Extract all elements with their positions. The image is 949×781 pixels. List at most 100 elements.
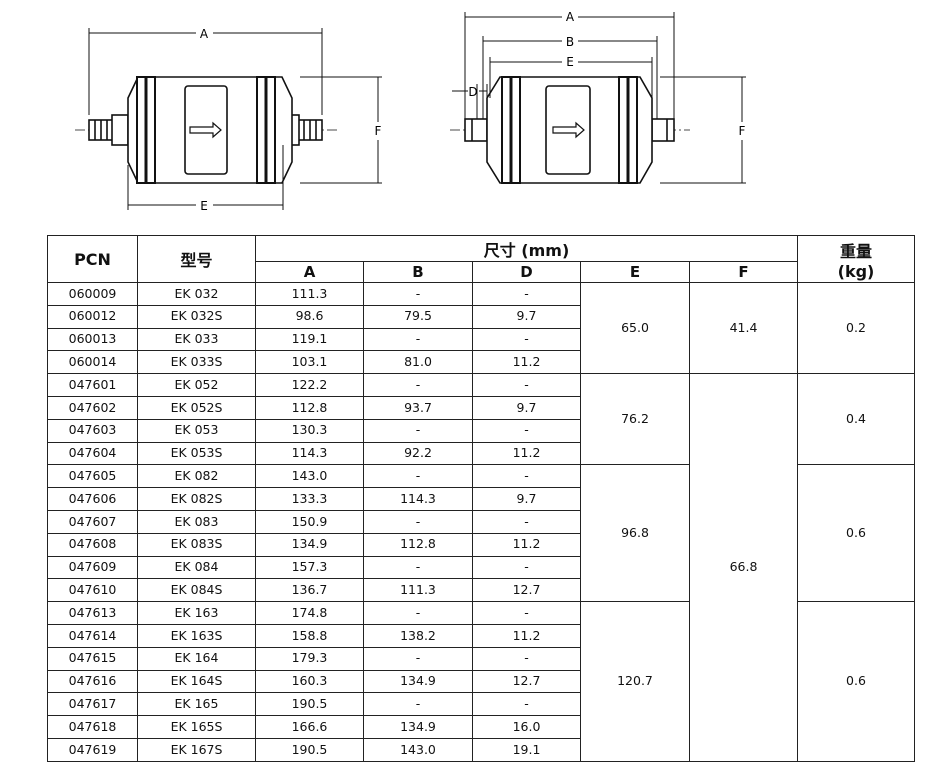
cell-pcn: 047613 bbox=[47, 601, 138, 625]
cell-model: EK 052S bbox=[137, 395, 256, 420]
cell-model: EK 033 bbox=[137, 327, 256, 352]
cell-dim-d: - bbox=[472, 373, 581, 397]
dimension-drawings: A E F bbox=[75, 10, 746, 213]
cell-dim-b: - bbox=[363, 692, 473, 717]
flare-drier-drawing bbox=[75, 76, 340, 184]
cell-pcn: 047602 bbox=[47, 395, 138, 420]
header-dim-a: A bbox=[255, 261, 364, 283]
solder-dim-b-label: B bbox=[566, 35, 574, 49]
cell-dim-e: 65.0 bbox=[580, 281, 690, 375]
cell-pcn: 060009 bbox=[47, 282, 138, 306]
cell-weight: 0.2 bbox=[797, 281, 915, 375]
cell-dim-d: - bbox=[472, 555, 581, 580]
cell-weight: 0.6 bbox=[797, 601, 915, 762]
cell-dim-a: 111.3 bbox=[255, 282, 364, 306]
cell-dim-b: 114.3 bbox=[363, 487, 473, 511]
solder-drier-dimensions bbox=[452, 12, 746, 184]
cell-dim-a: 122.2 bbox=[255, 373, 364, 397]
cell-dim-a: 150.9 bbox=[255, 509, 364, 534]
cell-dim-d: - bbox=[472, 327, 581, 352]
cell-model: EK 053S bbox=[137, 441, 256, 466]
cell-dim-a: 134.9 bbox=[255, 532, 364, 557]
cell-model: EK 083 bbox=[137, 509, 256, 534]
cell-pcn: 047616 bbox=[47, 669, 138, 694]
cell-pcn: 060014 bbox=[47, 350, 138, 375]
cell-dim-d: 11.2 bbox=[472, 623, 581, 648]
cell-dim-b: 111.3 bbox=[363, 578, 473, 603]
cell-model: EK 084S bbox=[137, 578, 256, 603]
cell-dim-a: 174.8 bbox=[255, 601, 364, 625]
cell-dim-b: - bbox=[363, 555, 473, 580]
cell-dim-a: 190.5 bbox=[255, 692, 364, 717]
cell-model: EK 167S bbox=[137, 737, 256, 762]
cell-dim-b: - bbox=[363, 509, 473, 534]
cell-dim-a: 157.3 bbox=[255, 555, 364, 580]
solder-dim-a-label: A bbox=[566, 10, 575, 24]
header-dimensions: 尺寸 (mm) bbox=[255, 235, 798, 262]
cell-pcn: 047605 bbox=[47, 464, 138, 489]
cell-pcn: 047609 bbox=[47, 555, 138, 580]
cell-model: EK 163 bbox=[137, 601, 256, 625]
header-weight: 重量 (kg) bbox=[797, 235, 915, 283]
cell-model: EK 082 bbox=[137, 464, 256, 489]
header-model: 型号 bbox=[137, 235, 256, 283]
cell-pcn: 047615 bbox=[47, 646, 138, 671]
cell-dim-e: 96.8 bbox=[580, 464, 690, 603]
cell-dim-d: - bbox=[472, 646, 581, 671]
cell-dim-a: 119.1 bbox=[255, 327, 364, 352]
cell-pcn: 047619 bbox=[47, 737, 138, 762]
cell-model: EK 165 bbox=[137, 692, 256, 717]
solder-dim-e-label: E bbox=[566, 55, 574, 69]
cell-dim-a: 103.1 bbox=[255, 350, 364, 375]
cell-dim-d: 11.2 bbox=[472, 350, 581, 375]
cell-dim-e: 120.7 bbox=[580, 601, 690, 762]
cell-dim-d: - bbox=[472, 509, 581, 534]
cell-model: EK 163S bbox=[137, 623, 256, 648]
cell-weight: 0.6 bbox=[797, 464, 915, 603]
cell-dim-d: 9.7 bbox=[472, 395, 581, 420]
cell-dim-b: 134.9 bbox=[363, 669, 473, 694]
cell-dim-b: - bbox=[363, 601, 473, 625]
cell-dim-a: 160.3 bbox=[255, 669, 364, 694]
cell-model: EK 084 bbox=[137, 555, 256, 580]
cell-pcn: 047617 bbox=[47, 692, 138, 717]
cell-pcn: 060012 bbox=[47, 304, 138, 329]
cell-dim-b: 92.2 bbox=[363, 441, 473, 466]
cell-weight: 0.4 bbox=[797, 373, 915, 466]
cell-dim-b: 112.8 bbox=[363, 532, 473, 557]
cell-dim-a: 130.3 bbox=[255, 418, 364, 443]
cell-dim-d: 12.7 bbox=[472, 669, 581, 694]
flare-dim-f-label: F bbox=[375, 124, 382, 138]
cell-dim-b: 138.2 bbox=[363, 623, 473, 648]
cell-dim-b: - bbox=[363, 327, 473, 352]
cell-model: EK 164 bbox=[137, 646, 256, 671]
solder-dim-d-label: D bbox=[468, 85, 477, 99]
cell-dim-b: - bbox=[363, 373, 473, 397]
cell-model: EK 033S bbox=[137, 350, 256, 375]
cell-dim-a: 143.0 bbox=[255, 464, 364, 489]
cell-dim-d: 12.7 bbox=[472, 578, 581, 603]
cell-dim-b: - bbox=[363, 282, 473, 306]
cell-pcn: 047601 bbox=[47, 373, 138, 397]
solder-drier-drawing bbox=[450, 76, 690, 184]
cell-dim-f: 41.4 bbox=[689, 281, 798, 375]
cell-dim-f: 66.8 bbox=[689, 373, 798, 762]
cell-model: EK 164S bbox=[137, 669, 256, 694]
cell-dim-a: 158.8 bbox=[255, 623, 364, 648]
cell-dim-d: - bbox=[472, 601, 581, 625]
cell-pcn: 047606 bbox=[47, 487, 138, 511]
solder-dim-f-label: F bbox=[739, 124, 746, 138]
cell-pcn: 047603 bbox=[47, 418, 138, 443]
cell-pcn: 047608 bbox=[47, 532, 138, 557]
